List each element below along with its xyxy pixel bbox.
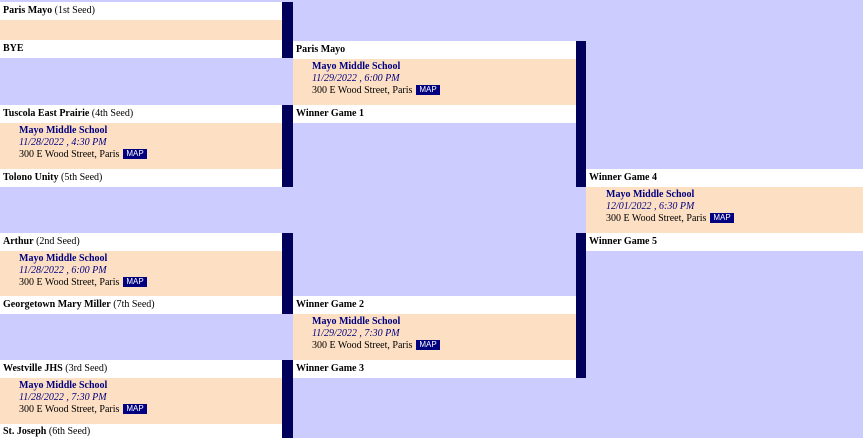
game-info-box: Mayo Middle School 11/28/2022 , 7:30 PM … — [0, 378, 268, 424]
slot-edge — [268, 424, 282, 438]
team-name: Tuscola East Prairie — [3, 108, 90, 119]
game-datetime: 11/29/2022 , 7:30 PM — [312, 328, 400, 339]
game-location: Mayo Middle School — [19, 253, 108, 264]
team-name: Winner Game 2 — [296, 299, 364, 310]
game-location: Mayo Middle School — [312, 61, 401, 72]
team-name: Westville JHS — [3, 363, 63, 374]
team-name: Winner Game 3 — [296, 363, 364, 374]
team-seed: (6th Seed) — [48, 426, 91, 437]
bracket-connector — [282, 233, 293, 314]
slot-edge — [268, 378, 282, 424]
game-info-box: Mayo Middle School 12/01/2022 , 6:30 PM … — [586, 187, 863, 233]
bracket-connector — [282, 105, 293, 187]
team-slot[interactable]: Georgetown Mary Miller (7th Seed) — [0, 296, 268, 314]
team-name: Winner Game 4 — [589, 172, 657, 183]
team-slot[interactable]: Winner Game 3 — [293, 360, 576, 378]
team-name: Paris Mayo — [296, 44, 346, 55]
slot-edge — [268, 296, 282, 314]
game-datetime: 11/28/2022 , 4:30 PM — [19, 137, 107, 148]
game-info-box: Mayo Middle School 11/29/2022 , 7:30 PM … — [293, 314, 576, 360]
team-seed: (2nd Seed) — [36, 236, 80, 247]
bracket-connector — [576, 41, 586, 187]
game-address: 300 E Wood Street, Paris — [312, 85, 413, 96]
game-datetime: 11/28/2022 , 6:00 PM — [19, 265, 107, 276]
team-slot[interactable]: Winner Game 4 — [586, 169, 863, 187]
game-location: Mayo Middle School — [19, 125, 108, 136]
slot-edge — [268, 105, 282, 123]
bye-spacer — [0, 20, 282, 40]
map-link[interactable]: MAP — [416, 340, 440, 350]
team-seed: (7th Seed) — [113, 299, 155, 310]
game-address: 300 E Wood Street, Paris — [606, 213, 707, 224]
bracket-connector — [282, 2, 293, 58]
team-name: Winner Game 1 — [296, 108, 364, 119]
game-address: 300 E Wood Street, Paris — [19, 277, 120, 288]
game-info-box: Mayo Middle School 11/28/2022 , 6:00 PM … — [0, 251, 268, 297]
game-info-box: Mayo Middle School 11/29/2022 , 6:00 PM … — [293, 59, 576, 105]
game-address: 300 E Wood Street, Paris — [312, 340, 413, 351]
team-slot[interactable]: Tolono Unity (5th Seed) — [0, 169, 268, 187]
bracket-connector — [576, 233, 586, 378]
team-name: BYE — [3, 43, 24, 54]
team-name: Tolono Unity — [3, 172, 59, 183]
game-datetime: 11/29/2022 , 6:00 PM — [312, 73, 400, 84]
team-seed: (1st Seed) — [54, 5, 95, 16]
game-location: Mayo Middle School — [312, 316, 401, 327]
map-link[interactable]: MAP — [710, 213, 734, 223]
team-slot[interactable]: Arthur (2nd Seed) — [0, 233, 268, 251]
game-info-box: Mayo Middle School 11/28/2022 , 4:30 PM … — [0, 123, 268, 169]
team-slot[interactable]: St. Joseph (6th Seed) — [0, 424, 268, 438]
slot-edge — [268, 251, 282, 297]
team-seed: (3rd Seed) — [65, 363, 108, 374]
team-name: Paris Mayo — [3, 5, 53, 16]
map-link[interactable]: MAP — [123, 404, 147, 414]
slot-edge — [268, 123, 282, 169]
team-slot[interactable]: Paris Mayo — [293, 41, 576, 59]
game-address: 300 E Wood Street, Paris — [19, 404, 120, 415]
team-slot[interactable]: Winner Game 5 — [586, 233, 863, 251]
map-link[interactable]: MAP — [123, 149, 147, 159]
team-slot[interactable]: Westville JHS (3rd Seed) — [0, 360, 268, 378]
team-seed: (5th Seed) — [60, 172, 103, 183]
team-name: Winner Game 5 — [589, 236, 657, 247]
game-location: Mayo Middle School — [606, 189, 695, 200]
team-name: Georgetown Mary Miller — [3, 299, 111, 310]
game-datetime: 12/01/2022 , 6:30 PM — [606, 201, 695, 212]
map-link[interactable]: MAP — [416, 85, 440, 95]
game-address: 300 E Wood Street, Paris — [19, 149, 120, 160]
team-slot[interactable]: Winner Game 2 — [293, 296, 576, 314]
team-slot[interactable]: BYE — [0, 40, 282, 58]
map-link[interactable]: MAP — [123, 277, 147, 287]
team-seed: (4th Seed) — [91, 108, 134, 119]
slot-edge — [268, 233, 282, 251]
team-slot[interactable]: Winner Game 1 — [293, 105, 576, 123]
team-slot[interactable]: Tuscola East Prairie (4th Seed) — [0, 105, 268, 123]
game-location: Mayo Middle School — [19, 380, 108, 391]
team-slot[interactable]: Paris Mayo (1st Seed) — [0, 2, 282, 20]
bracket-connector — [282, 360, 293, 438]
slot-edge — [268, 169, 282, 187]
game-datetime: 11/28/2022 , 7:30 PM — [19, 392, 107, 403]
slot-edge — [268, 360, 282, 378]
team-name: Arthur — [3, 236, 34, 247]
team-name: St. Joseph — [3, 426, 47, 437]
